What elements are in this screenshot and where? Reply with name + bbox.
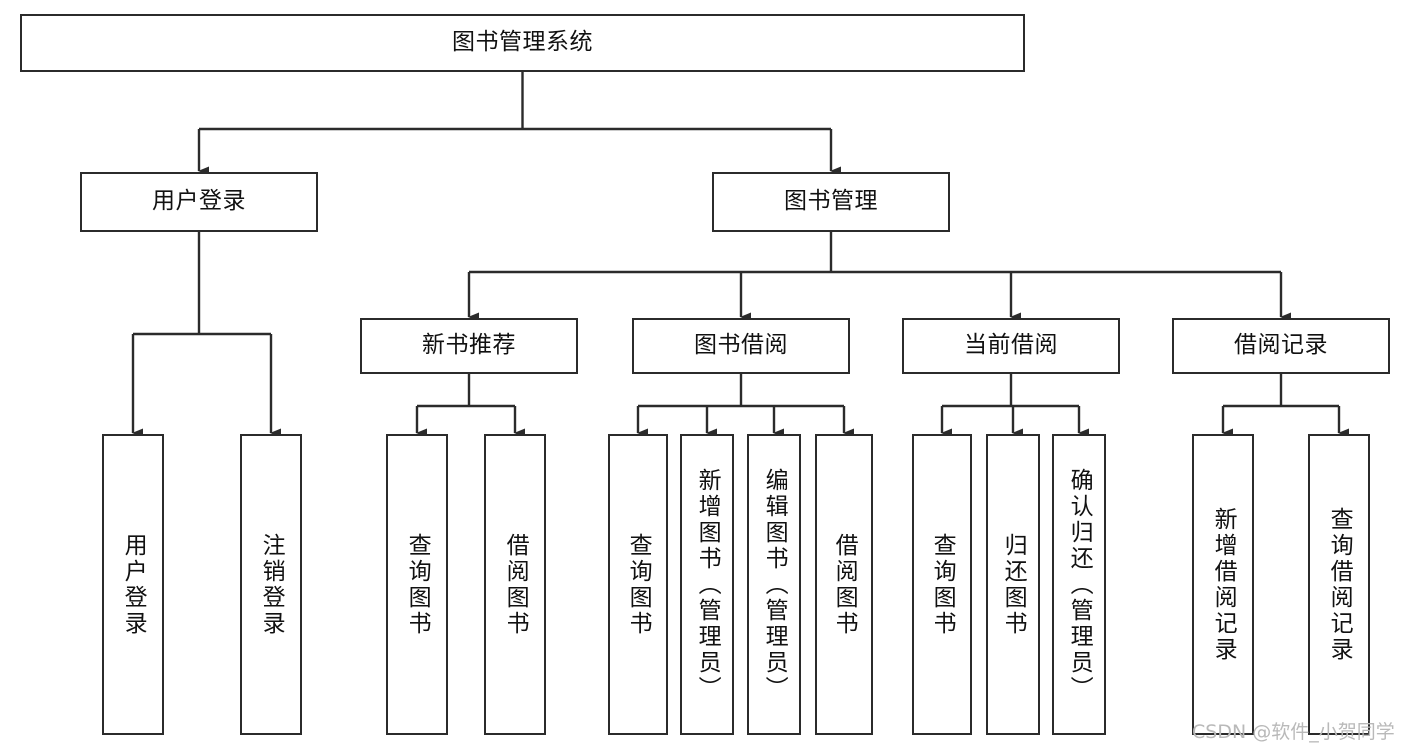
node-label-current: 当前借阅 [964, 332, 1058, 359]
node-newbook: 新书推荐 [360, 318, 578, 374]
node-c_confirm: 确认归还（管理员） [1052, 434, 1106, 735]
node-root: 图书管理系统 [20, 14, 1025, 72]
node-label-r_query: 查询借阅记录 [1326, 506, 1353, 663]
node-label-root: 图书管理系统 [452, 29, 593, 56]
node-b_query: 查询图书 [608, 434, 668, 735]
node-l_logout: 注销登录 [240, 434, 302, 735]
node-label-b_edit: 编辑图书（管理员） [761, 467, 788, 702]
node-label-b_add: 新增图书（管理员） [694, 467, 721, 702]
node-label-n_borrow: 借阅图书 [502, 532, 529, 637]
node-n_borrow: 借阅图书 [484, 434, 546, 735]
node-label-n_query: 查询图书 [404, 532, 431, 637]
node-c_query: 查询图书 [912, 434, 972, 735]
node-label-c_confirm: 确认归还（管理员） [1066, 467, 1093, 702]
node-n_query: 查询图书 [386, 434, 448, 735]
node-label-newbook: 新书推荐 [422, 332, 516, 359]
node-label-login: 用户登录 [152, 188, 246, 215]
node-label-borrow: 图书借阅 [694, 332, 788, 359]
node-c_return: 归还图书 [986, 434, 1040, 735]
node-label-r_add: 新增借阅记录 [1210, 506, 1237, 663]
node-records: 借阅记录 [1172, 318, 1390, 374]
node-l_login: 用户登录 [102, 434, 164, 735]
node-current: 当前借阅 [902, 318, 1120, 374]
node-label-bookmgmt: 图书管理 [784, 188, 878, 215]
node-label-l_login: 用户登录 [120, 532, 147, 637]
node-r_add: 新增借阅记录 [1192, 434, 1254, 735]
node-label-l_logout: 注销登录 [258, 532, 285, 637]
node-label-records: 借阅记录 [1234, 332, 1328, 359]
node-label-b_query: 查询图书 [625, 532, 652, 637]
edge-layer [131, 72, 1349, 438]
node-bookmgmt: 图书管理 [712, 172, 950, 232]
node-label-c_return: 归还图书 [1000, 532, 1027, 637]
node-r_query: 查询借阅记录 [1308, 434, 1370, 735]
csdn-watermark: CSDN @软件_小贺同学 [1192, 721, 1395, 743]
node-b_lend: 借阅图书 [815, 434, 873, 735]
node-b_add: 新增图书（管理员） [680, 434, 734, 735]
node-label-c_query: 查询图书 [929, 532, 956, 637]
node-borrow: 图书借阅 [632, 318, 850, 374]
node-login: 用户登录 [80, 172, 318, 232]
node-label-b_lend: 借阅图书 [831, 532, 858, 637]
node-b_edit: 编辑图书（管理员） [747, 434, 801, 735]
